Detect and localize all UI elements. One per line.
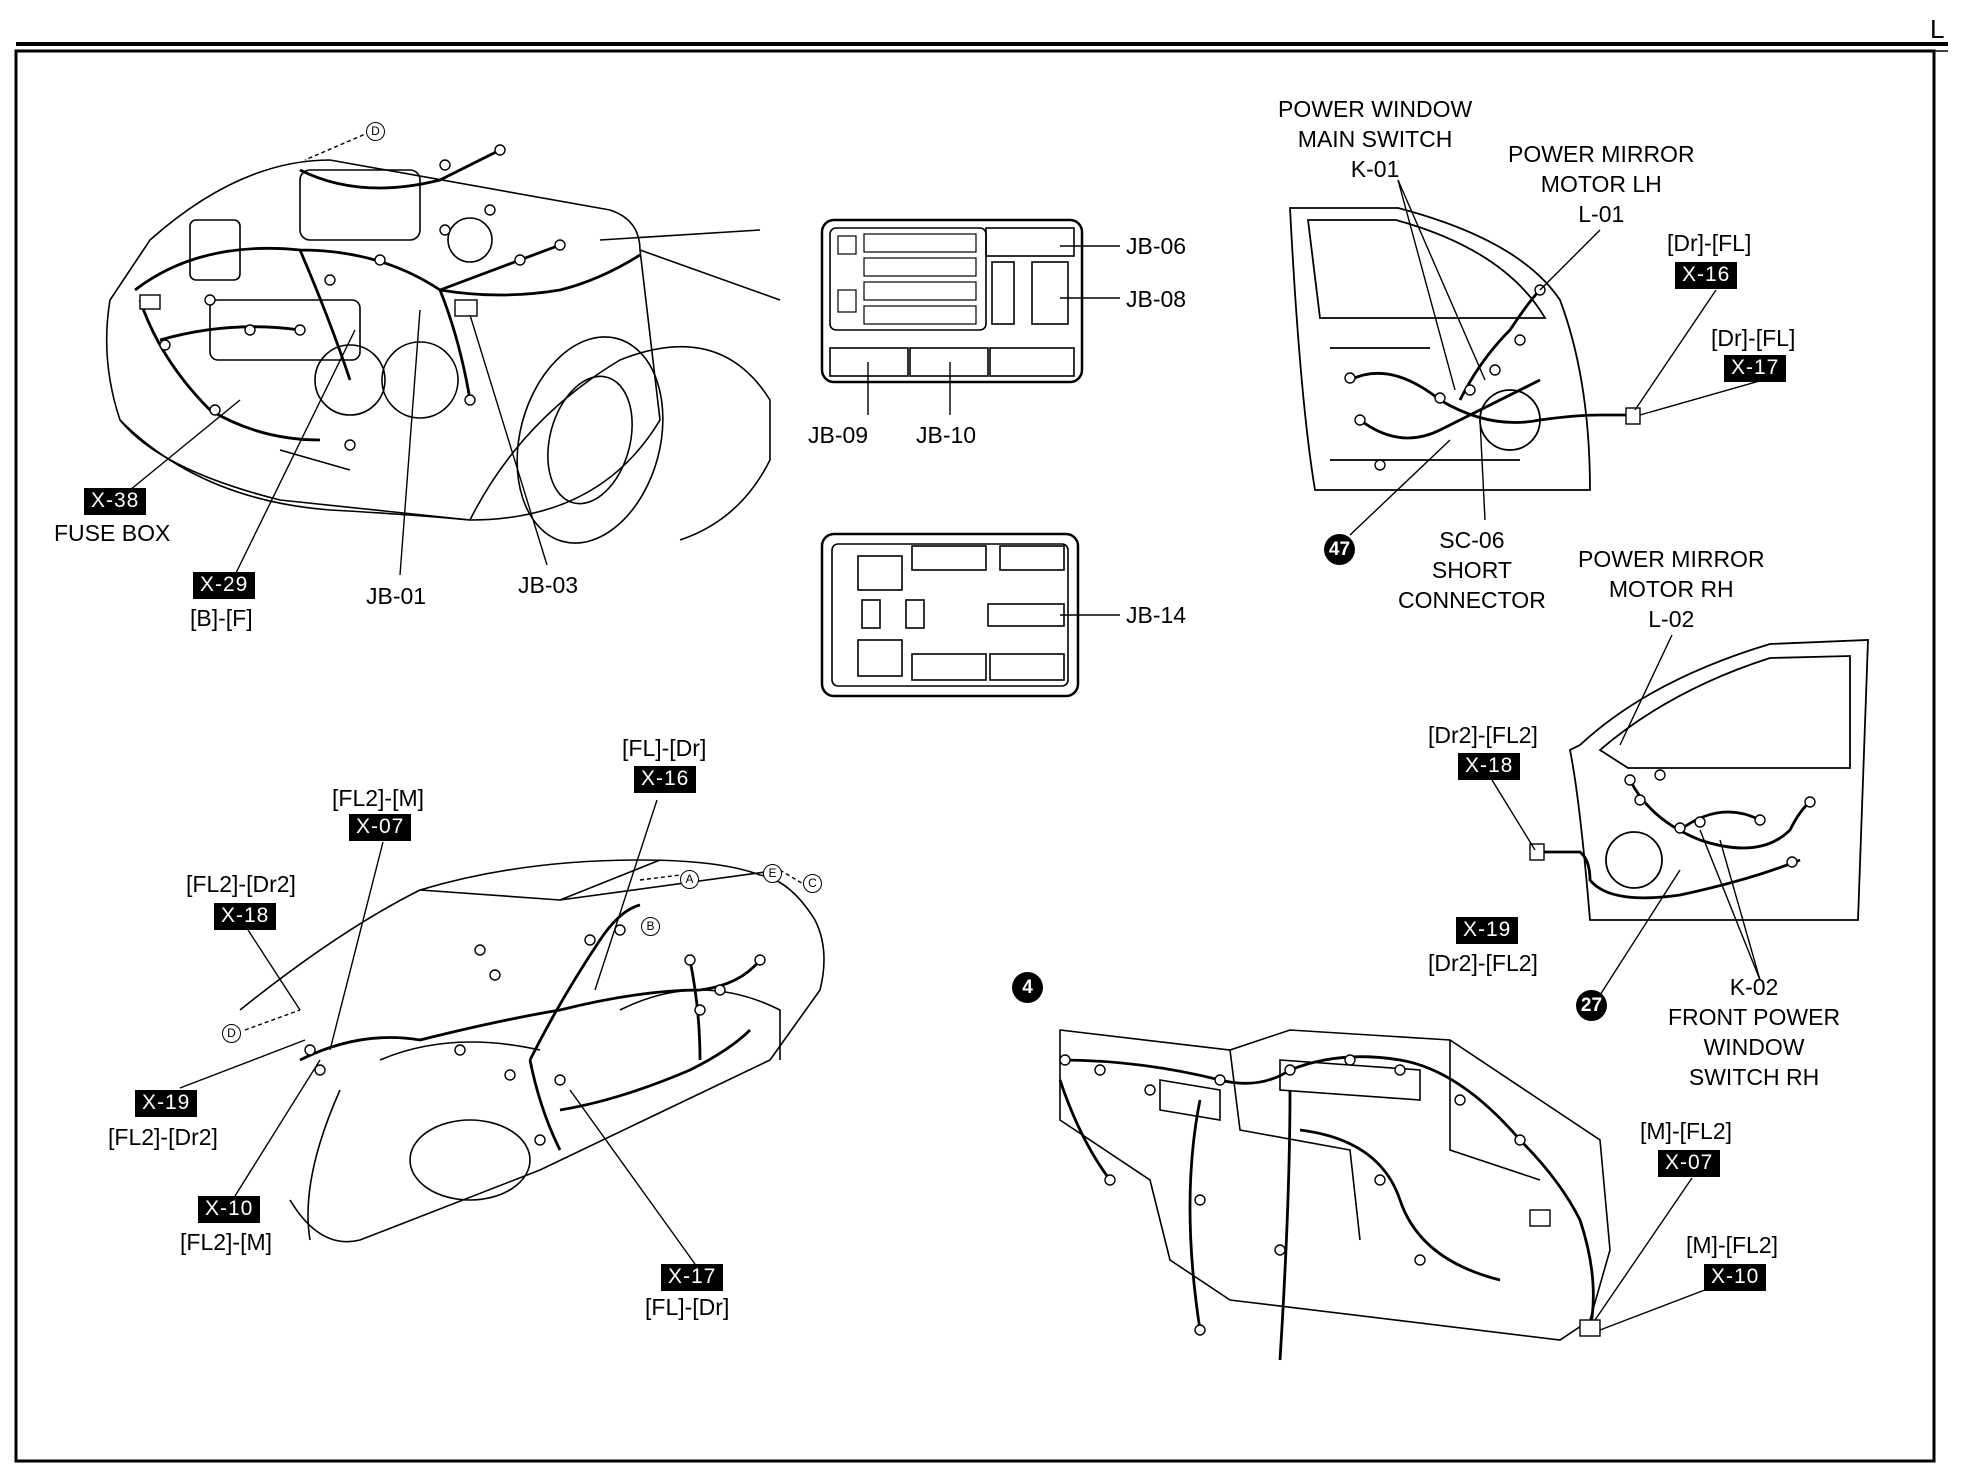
ref-marker-b: B — [641, 917, 660, 936]
label-line: K-02 — [1729, 974, 1779, 1000]
label-dr-fl-lower: [Dr]-[FL] — [1711, 325, 1796, 351]
tag-x-16-body: X-16 — [634, 766, 697, 793]
dashboard-harness — [1058, 1055, 1595, 1361]
label-line: POWER MIRROR — [1578, 546, 1765, 572]
body-harness — [299, 903, 762, 1151]
tag-x-18-body: X-18 — [214, 903, 277, 930]
ref-marker-d: D — [222, 1024, 241, 1043]
circle-47: 47 — [1324, 534, 1355, 565]
junction-box-upper-drawing — [820, 218, 1084, 384]
engine-bay-connectors — [139, 144, 566, 451]
front-door-rh-drawing — [1568, 639, 1869, 921]
tag-x-38: X-38 — [84, 488, 147, 515]
dashboard-drawing — [1059, 1029, 1611, 1341]
tag-x-18-door: X-18 — [1458, 753, 1521, 780]
label-power-mirror-motor-lh: POWER MIRROR MOTOR LH L-01 — [1508, 139, 1695, 229]
tag-x-29: X-29 — [193, 572, 256, 599]
label-power-window-main-switch: POWER WINDOW MAIN SWITCH K-01 — [1278, 94, 1472, 184]
label-m-fl2-upper: [M]-[FL2] — [1640, 1118, 1733, 1144]
label-line: POWER WINDOW — [1278, 96, 1473, 122]
dashboard-leaders — [1594, 1177, 1711, 1331]
label-fl-dr-lower: [FL]-[Dr] — [645, 1294, 730, 1320]
junction-box-lower-drawing — [820, 532, 1080, 698]
tag-x-07-dash: X-07 — [1658, 1150, 1721, 1177]
label-line: WINDOW — [1703, 1034, 1805, 1060]
label-m-fl2-lower: [M]-[FL2] — [1686, 1232, 1779, 1258]
engine-bay-leaders — [129, 131, 548, 576]
label-power-mirror-motor-rh: POWER MIRROR MOTOR RH L-02 — [1578, 544, 1765, 634]
label-line: SWITCH RH — [1688, 1064, 1820, 1090]
circle-27: 27 — [1576, 990, 1607, 1021]
label-dr2-fl2-lower: [Dr2]-[FL2] — [1428, 950, 1538, 976]
tag-x-16-door: X-16 — [1675, 262, 1738, 289]
label-fuse-box: FUSE BOX — [54, 520, 171, 546]
ref-marker-e: E — [763, 864, 782, 883]
label-line: CONNECTOR — [1398, 587, 1546, 613]
label-sc-06-short-connector: SC-06 SHORT CONNECTOR — [1398, 525, 1546, 615]
front-door-rh-connectors — [1529, 769, 1816, 868]
tag-x-10-dash: X-10 — [1704, 1264, 1767, 1291]
label-line: POWER MIRROR — [1508, 141, 1695, 167]
circle-4: 4 — [1012, 972, 1043, 1003]
label-fl2-dr2-upper: [FL2]-[Dr2] — [186, 871, 296, 897]
tag-x-07-body: X-07 — [349, 814, 412, 841]
ref-marker-d-top: D — [366, 122, 385, 141]
body-harness-connectors — [304, 924, 766, 1146]
junction-box-upper-leaders — [867, 245, 1120, 415]
body-car-drawing — [239, 859, 825, 1243]
front-door-lh-harness — [1349, 289, 1630, 440]
label-line: MOTOR RH — [1608, 576, 1734, 602]
label-fl-dr-upper: [FL]-[Dr] — [622, 735, 707, 761]
label-jb-06: JB-06 — [1126, 233, 1187, 259]
label-jb-09: JB-09 — [808, 422, 869, 448]
tag-x-17-door: X-17 — [1724, 355, 1787, 382]
tag-x-19-door: X-19 — [1456, 917, 1519, 944]
page-frame — [14, 42, 1948, 1463]
label-line: SC-06 — [1439, 527, 1505, 553]
label-line: FRONT POWER — [1668, 1004, 1841, 1030]
label-fl2-m-upper: [FL2]-[M] — [332, 785, 425, 811]
label-line: L-01 — [1578, 201, 1625, 227]
label-jb-01: JB-01 — [366, 583, 427, 609]
label-jb-08: JB-08 — [1126, 286, 1187, 312]
front-door-rh-harness — [1540, 779, 1811, 900]
page-corner-label: L — [1930, 14, 1945, 44]
label-jb-14: JB-14 — [1126, 602, 1187, 628]
label-line: MOTOR LH — [1540, 171, 1662, 197]
tag-x-19-body: X-19 — [135, 1090, 198, 1117]
label-dr2-fl2-upper: [Dr2]-[FL2] — [1428, 722, 1538, 748]
dashboard-connectors — [1059, 1054, 1601, 1337]
label-fl2-m-lower: [FL2]-[M] — [180, 1229, 273, 1255]
label-fl2-dr2-lower: [FL2]-[Dr2] — [108, 1124, 218, 1150]
label-k-02-front-power-window-switch-rh: K-02 FRONT POWER WINDOW SWITCH RH — [1668, 972, 1840, 1092]
front-door-lh-drawing — [1289, 207, 1591, 491]
body-harness-leaders — [179, 799, 806, 1265]
engine-bay-illustration — [105, 159, 781, 544]
front-door-rh-leaders — [1491, 634, 1761, 996]
label-line: K-01 — [1350, 156, 1400, 182]
tag-x-10-body: X-10 — [198, 1196, 261, 1223]
label-jb-10: JB-10 — [916, 422, 977, 448]
label-jb-03: JB-03 — [518, 572, 579, 598]
label-line: MAIN SWITCH — [1297, 126, 1453, 152]
label-line: SHORT — [1431, 557, 1512, 583]
tag-x-17-body: X-17 — [661, 1264, 724, 1291]
ref-marker-a: A — [680, 870, 699, 889]
label-b-f: [B]-[F] — [190, 605, 253, 631]
label-line: L-02 — [1648, 606, 1695, 632]
ref-marker-c: C — [803, 874, 822, 893]
label-dr-fl-upper: [Dr]-[FL] — [1667, 230, 1752, 256]
front-door-lh-leaders — [1349, 179, 1771, 536]
front-door-lh-connectors — [1344, 284, 1641, 471]
